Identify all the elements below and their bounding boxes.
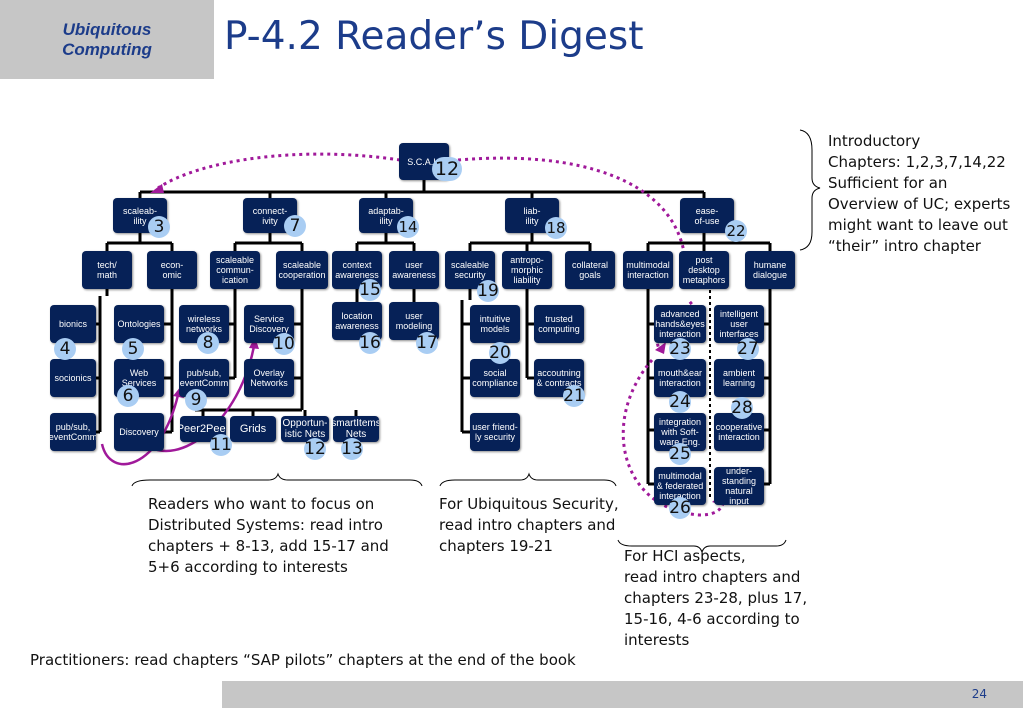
node-peer2peer: Peer2Peer — [180, 416, 226, 442]
footer-bar — [222, 681, 1023, 708]
chapter-badge-10: 10 — [273, 333, 295, 355]
chapter-badge-13: 13 — [341, 438, 363, 460]
node-economic: econ- omic — [147, 251, 197, 289]
chapter-badge-23: 23 — [669, 338, 691, 360]
node-connectivity: connect- ivity — [243, 198, 297, 233]
chapter-badge-9: 9 — [185, 389, 207, 411]
node-collateral-goals: collateral goals — [565, 251, 615, 289]
node-opportunistic-nets: Opportun- istic Nets — [281, 416, 329, 442]
node-cooperative-interaction: cooperative interaction — [714, 413, 764, 451]
node-multimodal-federated: multimodal & federated interaction — [654, 467, 706, 505]
chapter-badge-4: 4 — [54, 338, 76, 360]
node-grids: Grids — [230, 416, 276, 442]
node-multimodal-interaction: multimodal interaction — [623, 251, 673, 289]
node-tech-math: tech/ math — [82, 251, 132, 289]
chapter-badge-16: 16 — [359, 332, 381, 354]
chapter-badge-25: 25 — [669, 443, 691, 465]
node-web-services: Web Services — [114, 359, 164, 397]
node-post-desktop-metaphors: post desktop metaphors — [679, 251, 729, 289]
chapter-badge-5: 5 — [122, 338, 144, 360]
node-understanding-natural-input: under- standing natural input — [714, 467, 764, 505]
chapter-badge-21: 21 — [563, 385, 585, 407]
node-antropomorphic-liability: antropo- morphic liability — [502, 251, 552, 289]
node-smartitems-nets: smartItems Nets — [333, 416, 379, 442]
node-pubsub-eventcomm: pub/sub, eventComm — [179, 359, 229, 397]
chapter-badge-root: 12 — [432, 157, 462, 181]
node-ontologies: Ontologies — [114, 305, 164, 343]
chapter-badge-6: 6 — [117, 385, 139, 407]
node-scaleable-communication: scaleable commun- ication — [210, 251, 260, 289]
chapter-badge-12: 12 — [304, 438, 326, 460]
chapter-badge-17: 17 — [416, 332, 438, 354]
chapter-badge-28: 28 — [731, 397, 753, 419]
node-user-friendly-security: user friend- ly security — [470, 413, 520, 451]
node-user-awareness: user awareness — [389, 251, 439, 289]
chapter-badge-24: 24 — [669, 391, 691, 413]
node-pubsub-eventcomm-2: pub/sub, eventComm — [50, 413, 96, 451]
course-brand-text: Ubiquitous Computing — [62, 19, 152, 59]
node-intelligent-user-interfaces: intelligent user interfaces — [714, 305, 764, 343]
node-bionics: bionics — [50, 305, 96, 343]
node-intuitive-models: intuitive models — [470, 305, 520, 343]
node-advanced-hands-eyes: advanced hands&eyes interaction — [654, 305, 706, 343]
node-ambient-learning: ambient learning — [714, 359, 764, 397]
chapter-badge-ease-of-use: 22 — [725, 220, 747, 242]
chapter-badge-20: 20 — [489, 342, 511, 364]
page-number: 24 — [971, 687, 987, 701]
note-introductory: Introductory Chapters: 1,2,3,7,14,22 Suf… — [828, 132, 1011, 255]
chapter-badge-connectivity: 7 — [284, 215, 306, 237]
node-scaleable-cooperation: scaleable cooperation — [276, 251, 328, 289]
chapter-badge-liability: 18 — [545, 217, 567, 239]
node-liability: liab- ility — [505, 198, 559, 233]
chapter-badge-26: 26 — [669, 497, 691, 519]
note-distributed-systems: Readers who want to focus on Distributed… — [148, 495, 389, 576]
chapter-badge-11: 11 — [210, 434, 232, 456]
note-practitioners: Practitioners: read chapters “SAP pilots… — [30, 651, 576, 669]
chapter-badge-8: 8 — [197, 332, 219, 354]
node-discovery: Discovery — [114, 413, 164, 451]
chapter-badge-adaptability: 14 — [397, 216, 419, 238]
chapter-badge-scaleability: 3 — [148, 216, 170, 238]
chapter-badge-15: 15 — [359, 279, 381, 301]
node-mouth-ear: mouth&ear interaction — [654, 359, 706, 397]
note-ubiquitous-security: For Ubiquitous Security, read intro chap… — [439, 495, 619, 555]
node-trusted-computing: trusted computing — [534, 305, 584, 343]
node-social-compliance: social compliance — [470, 359, 520, 397]
node-socionics: socionics — [50, 359, 96, 397]
chapter-badge-19: 19 — [477, 280, 499, 302]
node-overlay-networks: Overlay Networks — [244, 359, 294, 397]
course-brand-block: Ubiquitous Computing — [0, 0, 214, 79]
chapter-badge-27: 27 — [737, 338, 759, 360]
node-humane-dialogue: humane dialogue — [745, 251, 795, 289]
note-hci-aspects: For HCI aspects, read intro chapters and… — [624, 547, 808, 649]
slide-title: P-4.2 Reader’s Digest — [224, 14, 644, 59]
